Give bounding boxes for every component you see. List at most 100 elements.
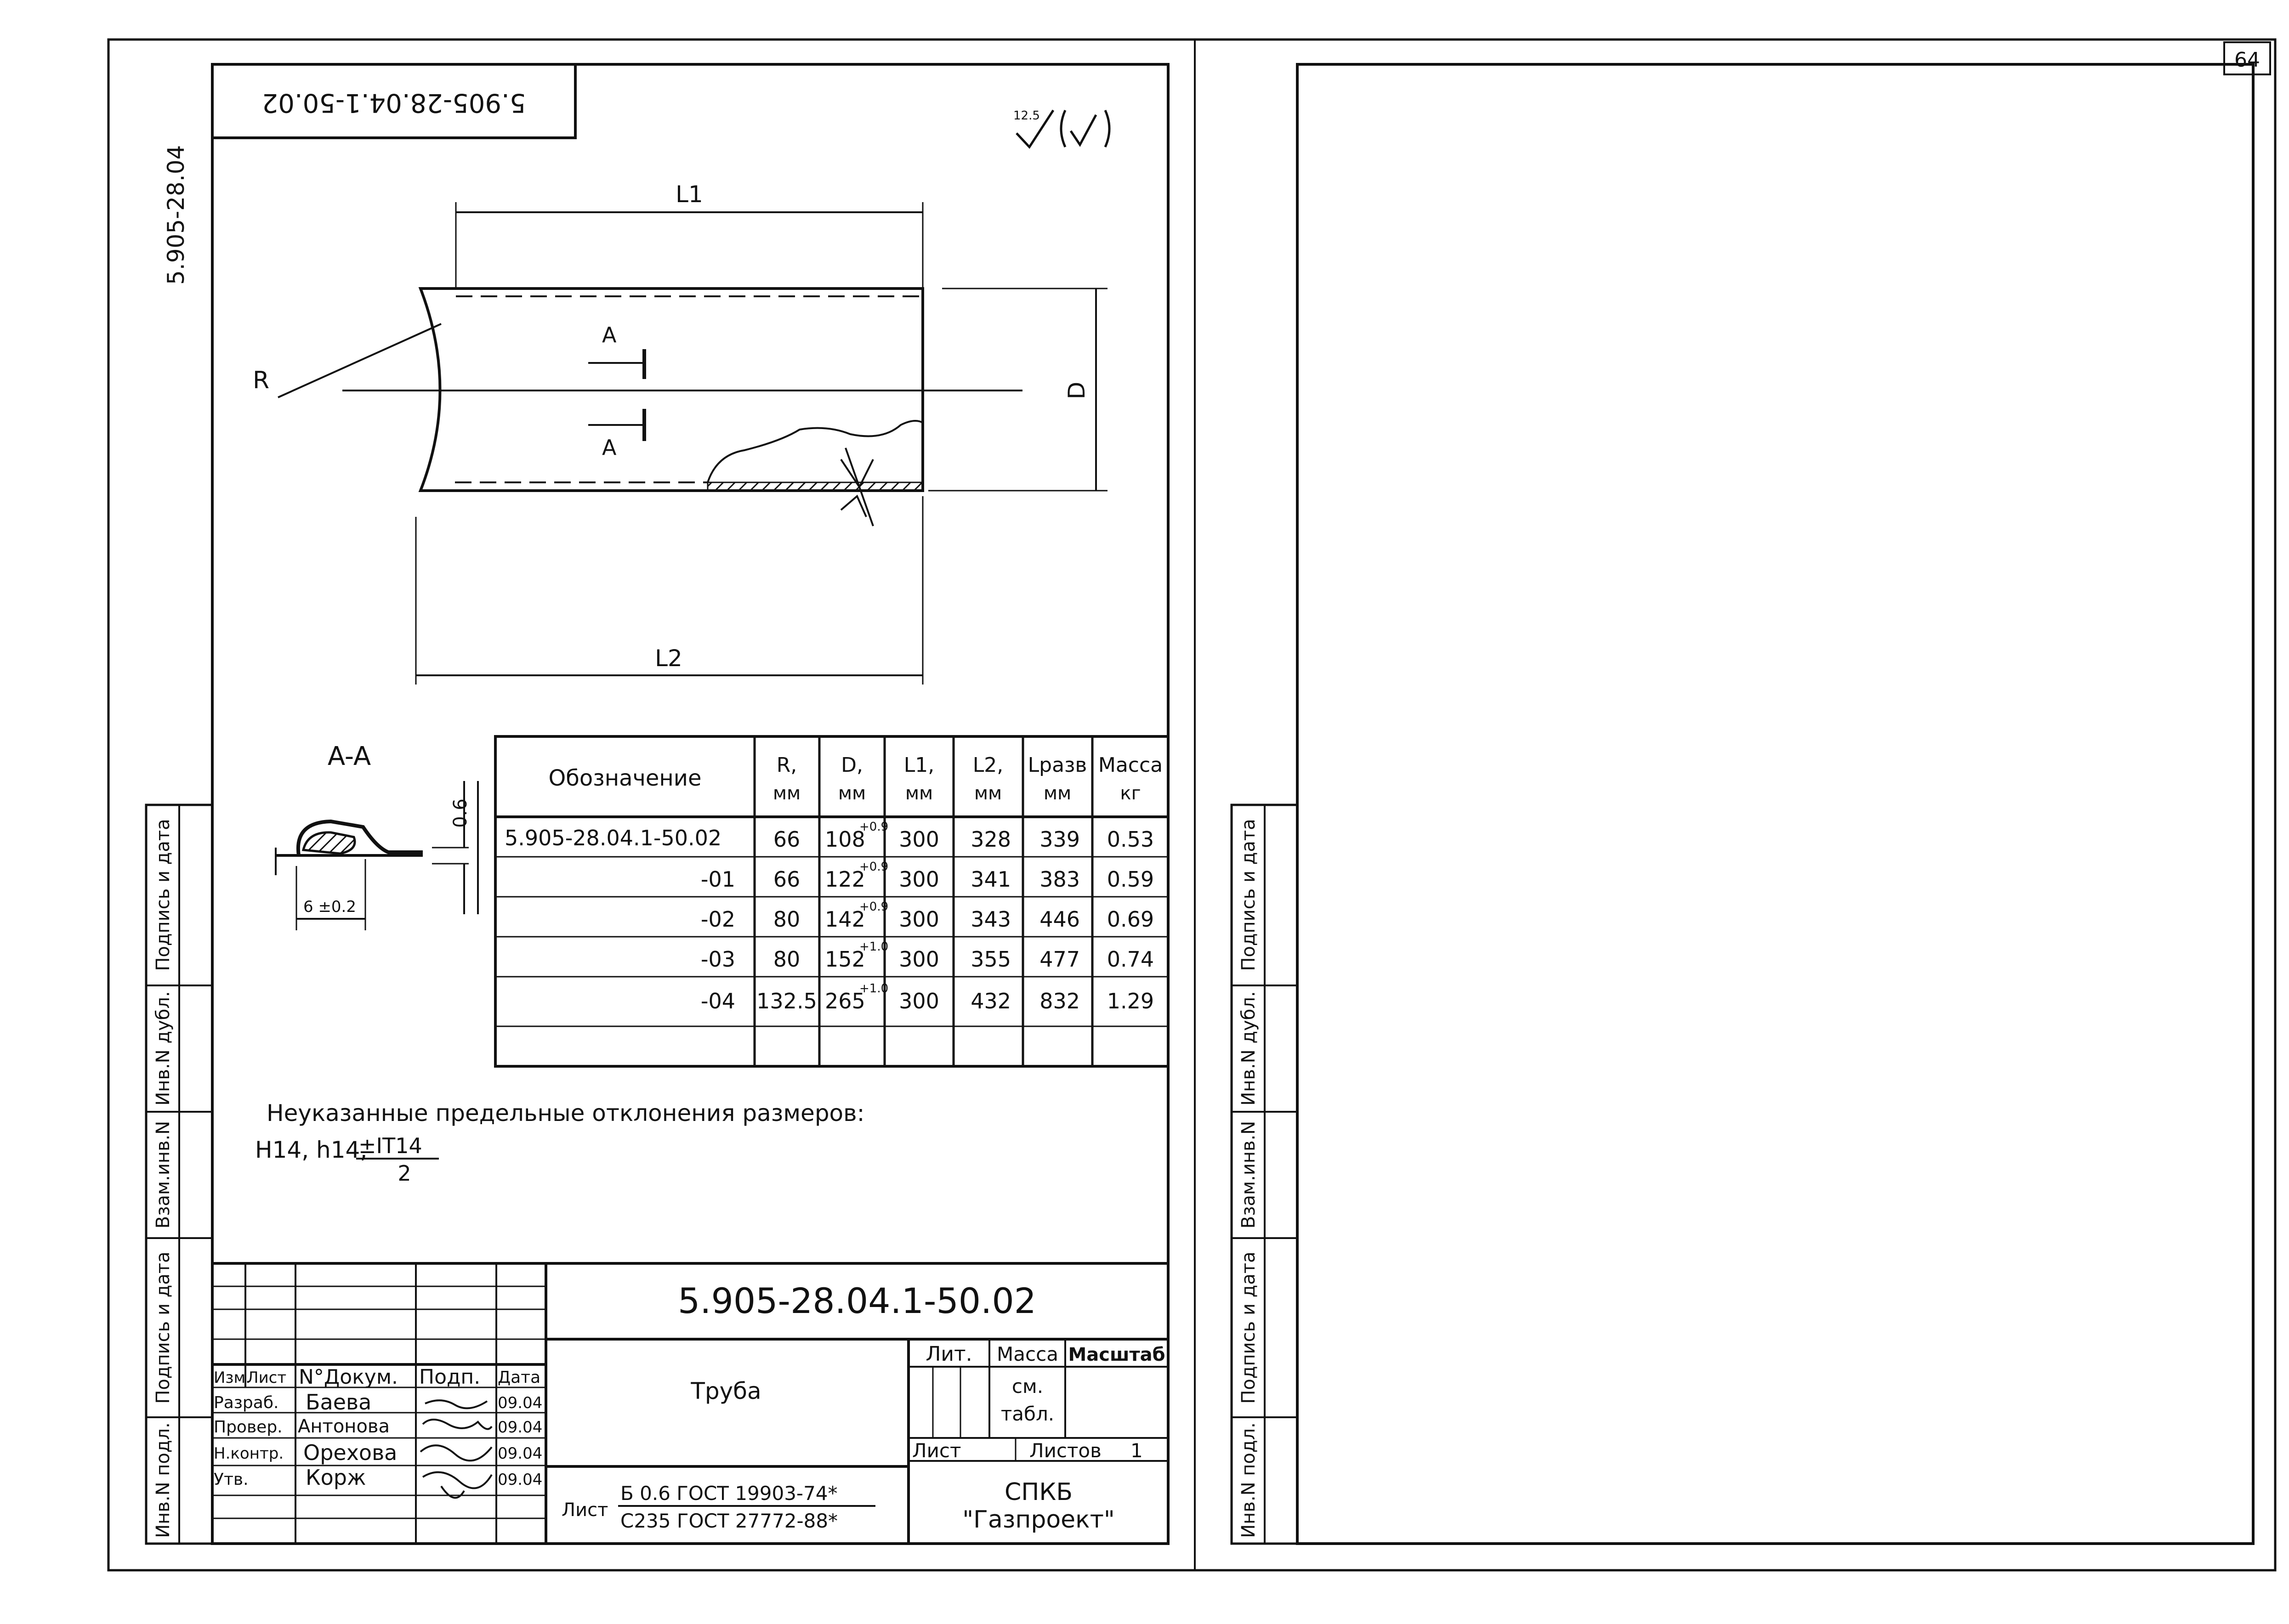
title-name: Труба (690, 1378, 761, 1404)
dim-thickness: 0.6 (450, 798, 471, 828)
person-role: Утв. (214, 1470, 249, 1489)
org-line2: "Газпроект" (962, 1506, 1115, 1533)
page-number: 64 (2234, 48, 2260, 72)
table-row: -02 80 142 +0.9 300 343 446 0.69 (701, 900, 1154, 932)
cell-D: 122 (825, 867, 865, 892)
side-stamp-right: Подпись и дата Инв.N дубл. Взам.инв.N По… (1230, 804, 1299, 1545)
col-izm: Изм. (214, 1369, 250, 1387)
cell-L2: 341 (971, 867, 1011, 892)
stamp-podpis-data: Подпись и дата (153, 819, 174, 971)
col-list: Лист (247, 1369, 286, 1387)
table-header-unit: мм (1044, 783, 1071, 804)
dim-seam: 6 ±0.2 (303, 898, 356, 916)
col-listov: Листов (1029, 1439, 1102, 1462)
cell-L1: 300 (899, 867, 939, 892)
note-line1: Неуказанные предельные отклонения размер… (267, 1100, 864, 1126)
table-header: L2, (973, 753, 1004, 777)
col-list-sheet: Лист (912, 1439, 961, 1462)
cell-R: 80 (773, 907, 801, 932)
person-role: Н.контр. (214, 1444, 284, 1463)
cell-designation: -03 (701, 947, 735, 972)
title-block: 5.905-28.04.1-50.02 Труба Изм. Лист N°До… (211, 1262, 1170, 1545)
table-header-designation: Обозначение (548, 765, 701, 791)
cell-L2: 328 (971, 827, 1011, 852)
cell-D-tol: +1.0 (859, 982, 888, 996)
cell-R: 66 (773, 867, 801, 892)
stamp-inv-dubl: Инв.N дубл. (1238, 991, 1259, 1105)
side-stamp-left: Подпись и дата Инв.N дубл. Взам.инв.N По… (145, 804, 214, 1545)
stamp-inv-podl: Инв.N подл. (153, 1422, 174, 1538)
tolerance-note: Неуказанные предельные отклонения размер… (255, 1100, 864, 1186)
cell-D-tol: +0.9 (859, 860, 888, 874)
dim-D: D (1063, 382, 1090, 400)
col-doc: N°Докум. (299, 1365, 398, 1389)
cell-D-tol: +0.9 (859, 900, 888, 914)
table-header: D, (841, 753, 863, 777)
cell-designation: 5.905-28.04.1-50.02 (505, 826, 721, 850)
right-frame (1296, 63, 2255, 1545)
table-header-unit: кг (1120, 783, 1141, 804)
material-bottom: С235 ГОСТ 27772-88* (620, 1510, 838, 1532)
col-data: Дата (498, 1368, 540, 1387)
pipe-view: R A A L1 L2 D (253, 181, 1108, 685)
person-role: Разраб. (214, 1393, 278, 1412)
cell-L1: 300 (899, 827, 939, 852)
table-header-unit: мм (773, 783, 801, 804)
album-code: 5.905-28.04 (163, 145, 189, 285)
table-header: L1, (904, 753, 935, 777)
table-row: 5.905-28.04.1-50.02 66 108 +0.9 300 328 … (505, 820, 1154, 852)
cell-L1: 300 (899, 907, 939, 932)
stamp-vzam-inv: Взам.инв.N (153, 1121, 174, 1228)
table-header-unit: мм (905, 783, 933, 804)
section-letter-top: A (602, 323, 617, 347)
cell-designation: -02 (701, 907, 735, 932)
table-header: R, (777, 753, 797, 777)
table-header-unit: мм (974, 783, 1002, 804)
cell-Lrazv: 383 (1039, 867, 1080, 892)
cell-D-tol: +0.9 (859, 820, 888, 834)
note-fraction-num: ±IT14 (358, 1133, 422, 1158)
cell-L1: 300 (899, 947, 939, 972)
cell-mass: 0.69 (1107, 907, 1154, 932)
person-name: Орехова (303, 1440, 397, 1465)
sheet-border (107, 38, 2277, 1572)
cell-R: 132.5 (756, 989, 817, 1013)
table-row: -04 132.5 265 +1.0 300 432 832 1.29 (701, 982, 1154, 1013)
section-aa: A-A 6 ±0.2 0.6 (275, 741, 479, 930)
cell-designation: -01 (701, 867, 735, 892)
cell-L2: 343 (971, 907, 1011, 932)
signatures (420, 1399, 493, 1499)
roughness-value: 12.5 (1013, 109, 1040, 123)
cell-Lrazv: 339 (1039, 827, 1080, 852)
dim-L2: L2 (655, 645, 682, 672)
cell-designation: -04 (701, 989, 735, 1013)
cell-D: 108 (825, 827, 865, 852)
listov-value: 1 (1130, 1439, 1143, 1462)
person-name: Корж (306, 1465, 366, 1490)
dim-R: R (253, 367, 269, 394)
person-name: Баева (306, 1390, 371, 1415)
person-date: 09.04 (498, 1471, 542, 1489)
table-row: -03 80 152 +1.0 300 355 477 0.74 (701, 940, 1154, 972)
cell-D: 265 (825, 989, 865, 1013)
stamp-podpis-data: Подпись и дата (1238, 819, 1259, 971)
material-top: Б 0.6 ГОСТ 19903-74* (620, 1482, 838, 1505)
dim-L1: L1 (676, 181, 703, 208)
table-row: -01 66 122 +0.9 300 341 383 0.59 (701, 860, 1154, 892)
cell-mass: 0.53 (1107, 827, 1154, 852)
mirrored-designation: 5.905-28.04.1-50.02 (262, 88, 526, 118)
table-header: Lразв (1028, 753, 1087, 777)
table-header-unit: мм (838, 783, 866, 804)
org-line1: СПКБ (1005, 1478, 1073, 1506)
person-role: Провер. (214, 1418, 283, 1437)
cell-L2: 355 (971, 947, 1011, 972)
person-date: 09.04 (498, 1444, 542, 1463)
page-number-box (2223, 41, 2271, 75)
stamp-inv-dubl: Инв.N дубл. (153, 991, 174, 1105)
spec-table: Обозначение R, мм D, мм L1, мм L2, мм Lр… (494, 735, 1170, 1068)
stamp-inv-podl: Инв.N подл. (1238, 1422, 1259, 1538)
section-title: A-A (328, 741, 371, 771)
cell-D-tol: +1.0 (859, 940, 888, 954)
cell-mass: 1.29 (1107, 989, 1154, 1013)
